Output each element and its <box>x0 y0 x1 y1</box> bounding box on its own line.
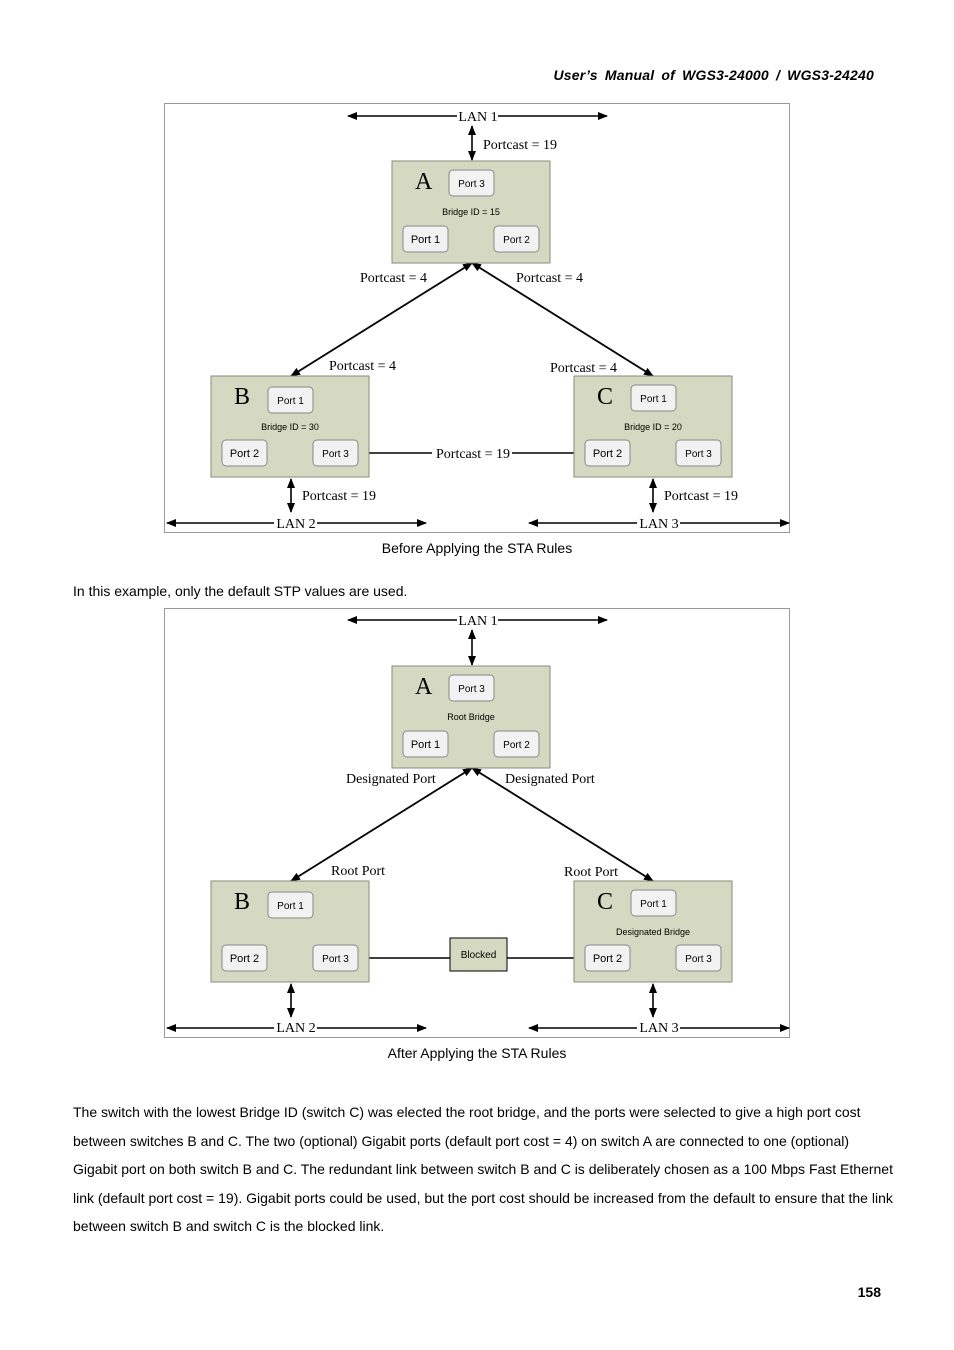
cost-b-top: Portcast = 4 <box>329 359 396 374</box>
designated-port-left: Designated Port <box>346 772 436 787</box>
switch-b-letter: B <box>234 889 250 915</box>
switch-c: C Port 1 Designated Bridge Port 2 Port 3 <box>573 880 733 983</box>
port-3-label: Port 3 <box>322 449 349 460</box>
page-number: 158 <box>857 1284 881 1300</box>
switch-c: C Port 1 Bridge ID = 20 Port 2 Port 3 <box>573 375 733 478</box>
sta-diagram-after: Blocked LAN 1 Designated Port Designated… <box>164 608 790 1038</box>
switch-c-letter: C <box>597 384 613 410</box>
switch-b: B Port 1 Bridge ID = 30 Port 2 Port 3 <box>210 375 370 478</box>
port-2-label: Port 2 <box>230 448 259 460</box>
diagram-lines: LAN 1 Portcast = 19 Portcast = 4 Portcas… <box>166 110 790 532</box>
sta-diagram-before: LAN 1 Portcast = 19 Portcast = 4 Portcas… <box>164 103 790 533</box>
port-1-label: Port 1 <box>640 394 667 405</box>
explanation-paragraph: The switch with the lowest Bridge ID (sw… <box>73 1104 893 1235</box>
designated-bridge-label: Designated Bridge <box>616 927 690 937</box>
port-2-label: Port 2 <box>593 448 622 460</box>
intro-text: In this example, only the default STP va… <box>73 583 408 599</box>
diagram-lines: Blocked LAN 1 Designated Port Designated… <box>166 614 790 1036</box>
lan2-label: LAN 2 <box>276 517 315 532</box>
lan1-label: LAN 1 <box>458 614 497 629</box>
lan3-label: LAN 3 <box>639 1021 678 1036</box>
port-1-label: Port 1 <box>277 901 304 912</box>
port-3-label: Port 3 <box>322 954 349 965</box>
cost-c-top: Portcast = 4 <box>550 361 617 376</box>
port-3-label: Port 3 <box>458 179 485 190</box>
bridge-id-label: Bridge ID = 30 <box>261 422 319 432</box>
switch-b: B Port 1 Port 2 Port 3 <box>210 880 370 983</box>
switch-b-letter: B <box>234 384 250 410</box>
port-1-label: Port 1 <box>277 396 304 407</box>
root-port-b: Root Port <box>331 864 385 879</box>
cost-lan1-a: Portcast = 19 <box>483 138 557 153</box>
switch-a: A Port 3 Bridge ID = 15 Port 1 Port 2 <box>391 160 551 264</box>
designated-port-right: Designated Port <box>505 772 595 787</box>
manual-header: User’s Manual of WGS3-24000 / WGS3-24240 <box>553 67 874 83</box>
cost-b-lan2: Portcast = 19 <box>302 489 376 504</box>
port-2-label: Port 2 <box>230 953 259 965</box>
bridge-id-label: Bridge ID = 15 <box>442 207 500 217</box>
port-1-label: Port 1 <box>411 739 440 751</box>
caption-after: After Applying the STA Rules <box>387 1045 567 1061</box>
cost-a-right: Portcast = 4 <box>516 271 583 286</box>
switch-a: A Port 3 Root Bridge Port 1 Port 2 <box>391 665 551 769</box>
switch-c-letter: C <box>597 889 613 915</box>
port-2-label: Port 2 <box>503 740 530 751</box>
port-2-label: Port 2 <box>593 953 622 965</box>
root-port-c: Root Port <box>564 865 618 880</box>
lan3-label: LAN 3 <box>639 517 678 532</box>
blocked-box: Blocked <box>449 937 508 972</box>
root-bridge-label: Root Bridge <box>447 712 495 722</box>
port-1-label: Port 1 <box>411 234 440 246</box>
blocked-label: Blocked <box>461 950 497 961</box>
port-3-label: Port 3 <box>458 684 485 695</box>
port-3-label: Port 3 <box>685 954 712 965</box>
switch-a-letter: A <box>415 674 433 700</box>
cost-c-lan3: Portcast = 19 <box>664 489 738 504</box>
cost-b-c: Portcast = 19 <box>436 447 510 462</box>
port-2-label: Port 2 <box>503 235 530 246</box>
lan2-label: LAN 2 <box>276 1021 315 1036</box>
switch-a-letter: A <box>415 169 433 195</box>
bridge-id-label: Bridge ID = 20 <box>624 422 682 432</box>
lan1-label: LAN 1 <box>458 110 497 125</box>
caption-before: Before Applying the STA Rules <box>381 540 573 556</box>
cost-a-left: Portcast = 4 <box>360 271 427 286</box>
port-1-label: Port 1 <box>640 899 667 910</box>
port-3-label: Port 3 <box>685 449 712 460</box>
